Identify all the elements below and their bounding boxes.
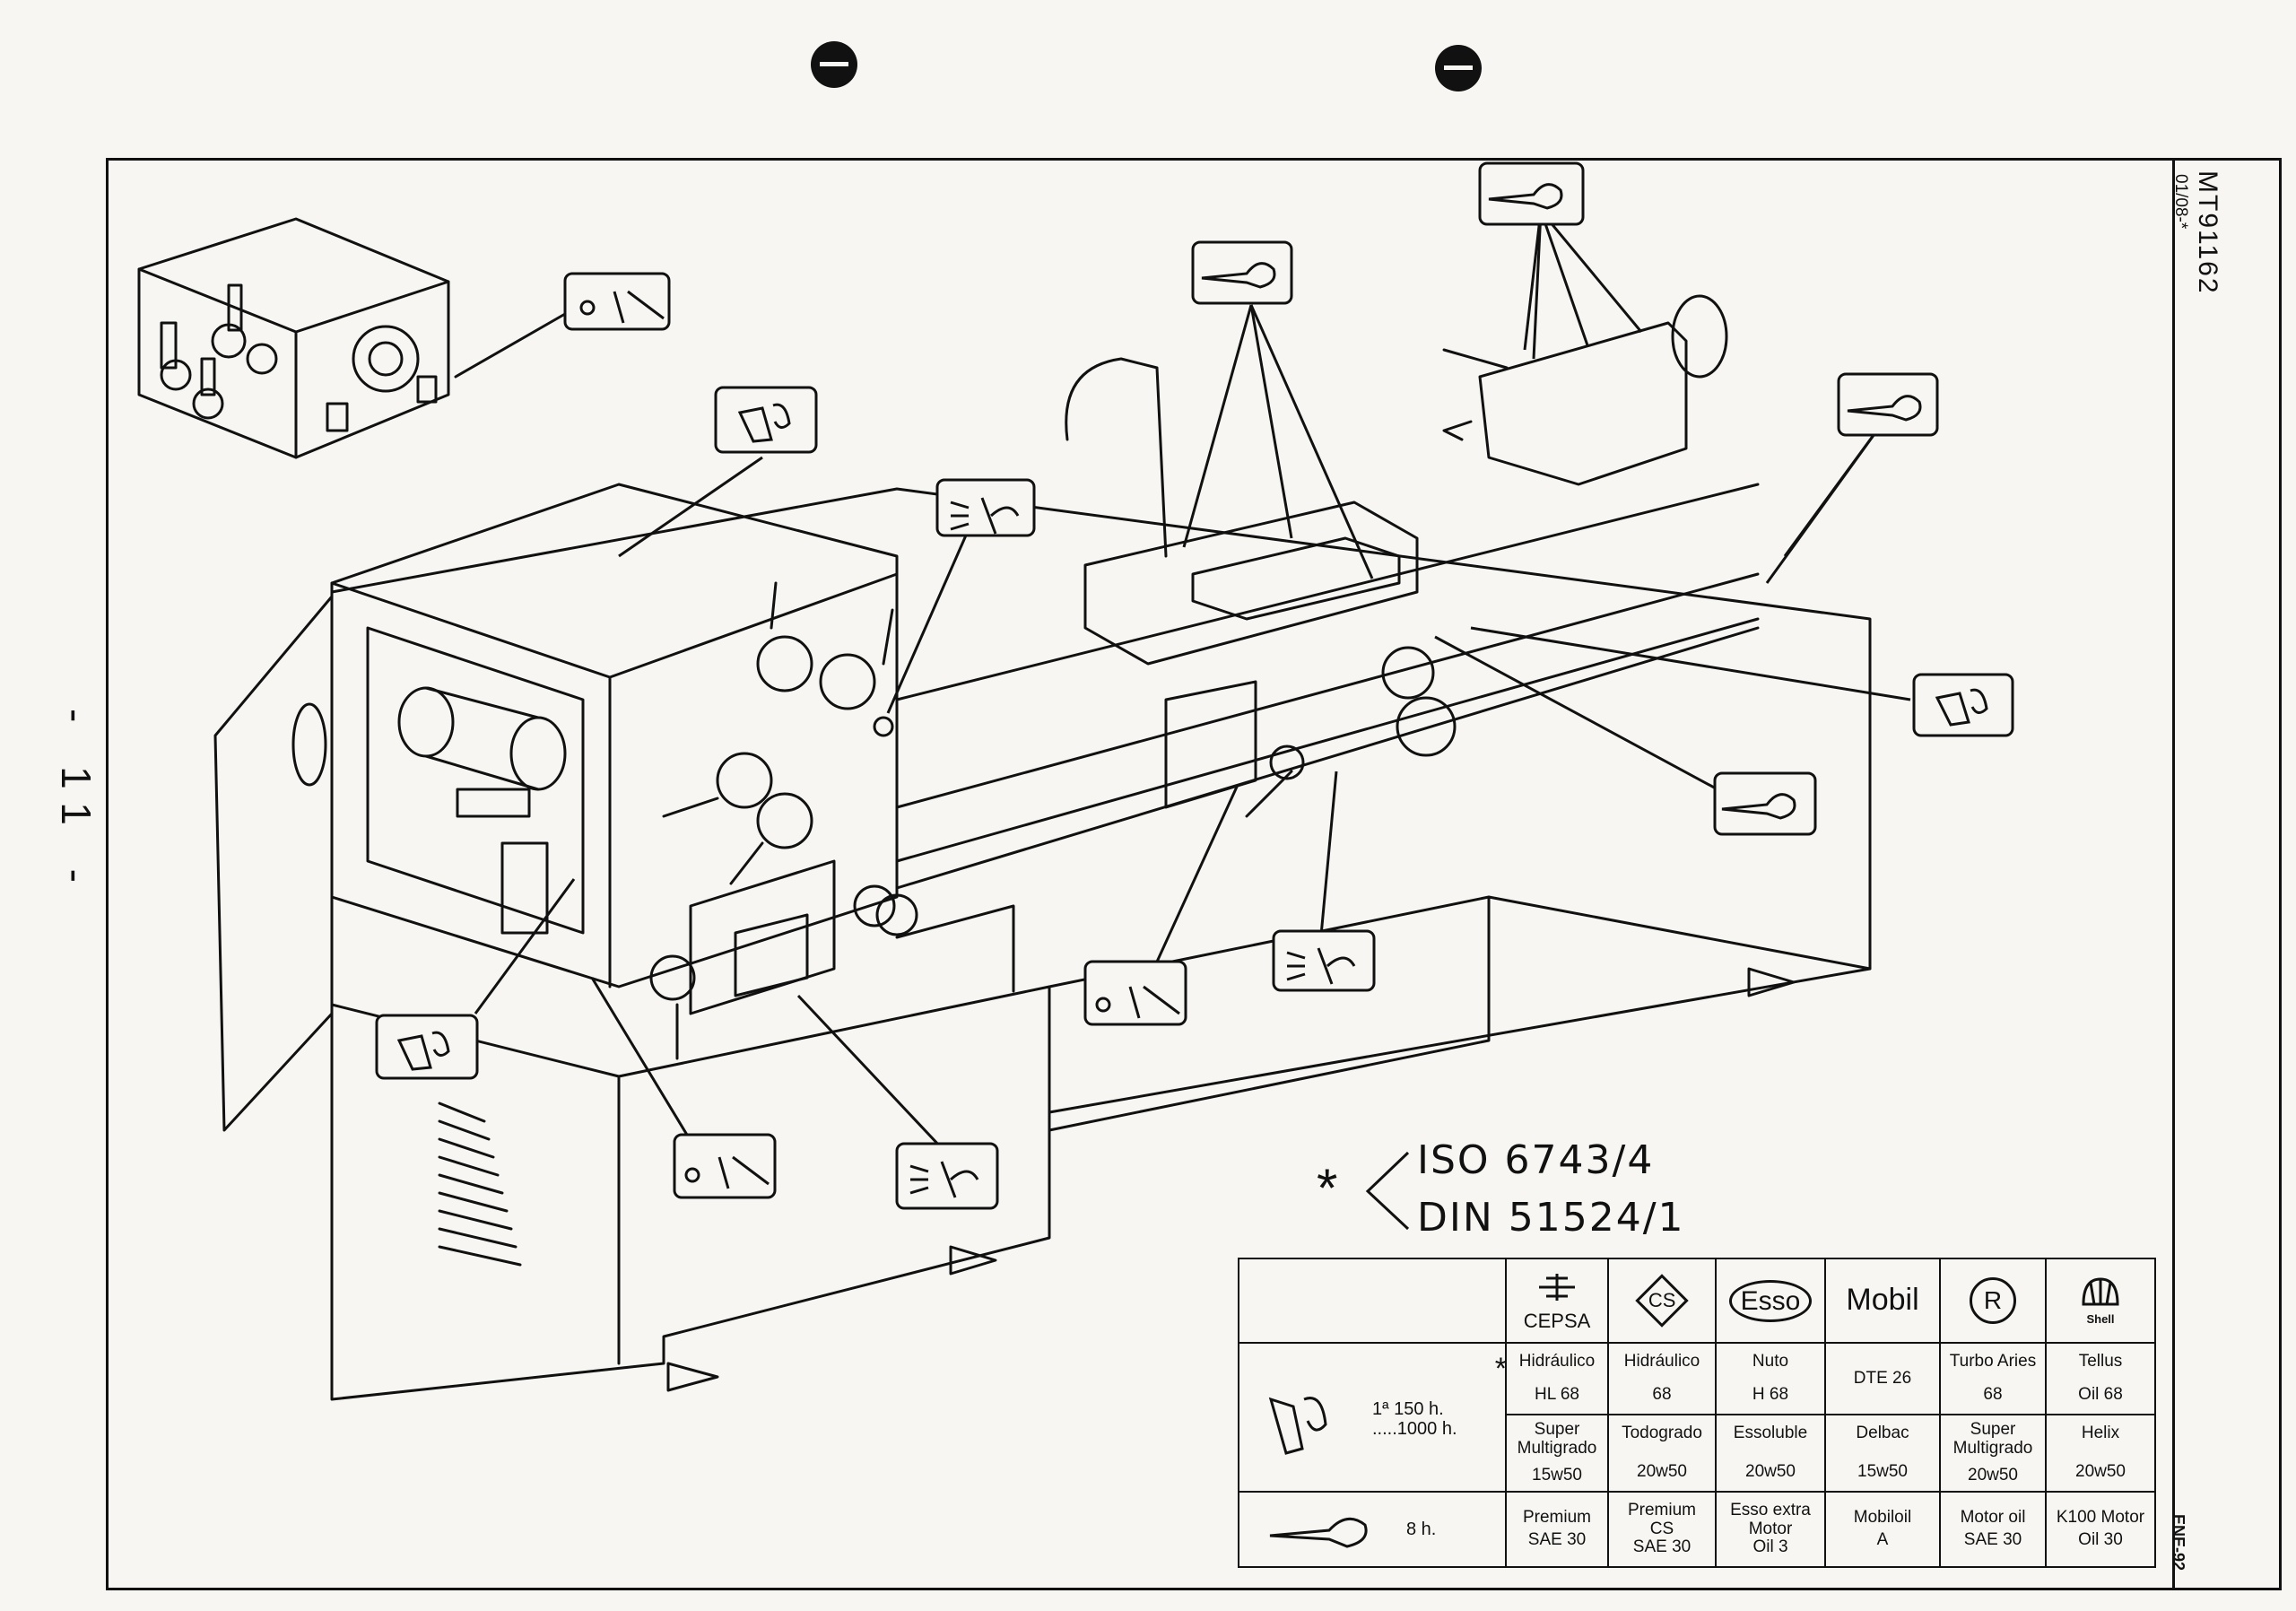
grease-gun-icon xyxy=(1269,1517,1368,1548)
row-asterisk: * xyxy=(1494,1352,1507,1386)
edition-label: ENE-92 xyxy=(2170,1514,2187,1572)
page-number: - 11 - xyxy=(53,709,100,899)
title-block xyxy=(2170,158,2282,1590)
punch-hole-left xyxy=(811,41,857,88)
oil-can-icon xyxy=(1268,1397,1327,1455)
drawing-frame xyxy=(106,158,2175,1590)
cepsa-logo-icon xyxy=(1539,1273,1575,1301)
interval-first: 1ª 150 h. xyxy=(1372,1399,1444,1419)
oil-can-row-label: 1ª 150 h. .....1000 h. * xyxy=(1238,1342,1507,1493)
sheet-code: MT91162 xyxy=(2193,170,2222,295)
cell: DTE 26 xyxy=(1824,1342,1941,1415)
grease-gun-row-label: 8 h. xyxy=(1238,1491,1507,1568)
header-blank-cell xyxy=(1238,1258,1507,1344)
brand-shell: Shell xyxy=(2045,1258,2156,1344)
gearbox-inset xyxy=(137,217,567,459)
brand-header-row: CEPSA CS Esso Mobil R Shell xyxy=(1238,1258,2156,1344)
punch-hole-right xyxy=(1435,45,1482,91)
brand-cs: CS xyxy=(1607,1258,1717,1344)
brand-cepsa: CEPSA xyxy=(1505,1258,1609,1344)
interval-thousand: .....1000 h. xyxy=(1372,1419,1457,1439)
shell-logo-icon xyxy=(2082,1277,2119,1306)
callout-filler-cap-cabinet xyxy=(673,1133,777,1199)
interval-eight-hours: 8 h. xyxy=(1406,1520,1437,1539)
lubricant-table: CEPSA CS Esso Mobil R Shell 1ª 150 xyxy=(1238,1258,2156,1568)
standards-asterisk: * xyxy=(1317,1158,1338,1218)
din-standard: DIN 51524/1 xyxy=(1417,1195,1685,1241)
callout-grease-gun-leadscrew xyxy=(1837,372,1939,437)
brand-esso: Esso xyxy=(1715,1258,1826,1344)
sheet-date: 01/08-* xyxy=(2171,174,2190,230)
brand-repsol: R xyxy=(1939,1258,2047,1344)
brand-mobil: Mobil xyxy=(1824,1258,1941,1344)
brand-cs-label: CS xyxy=(1648,1289,1676,1311)
callout-filler-cap-apron xyxy=(1083,960,1187,1026)
iso-standard: ISO 6743/4 xyxy=(1417,1137,1655,1183)
callout-oil-can-cabinet xyxy=(375,1014,479,1080)
